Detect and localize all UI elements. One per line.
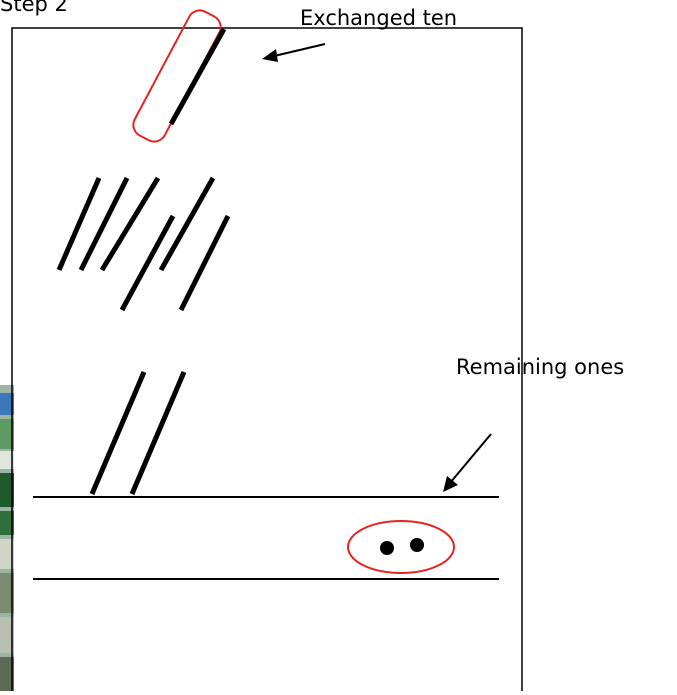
ten-stick [99, 176, 161, 272]
ten-stick [89, 371, 147, 495]
remaining-ones-group [347, 520, 455, 574]
exchanged-ten-highlight [132, 9, 222, 143]
tens-group-bottom [89, 371, 187, 495]
tens-group-middle [56, 176, 231, 312]
ten-stick [158, 176, 216, 272]
ten-stick [119, 214, 176, 312]
frame [11, 27, 523, 691]
ten-stick [56, 177, 102, 271]
remaining-ones-highlight [347, 520, 455, 574]
one-dot [380, 541, 394, 555]
photo-fragment [0, 385, 14, 691]
ten-stick [129, 371, 187, 495]
remaining-arrow [443, 433, 492, 492]
exchanged-ten-group [132, 9, 227, 143]
exchanged-ten-label: Exchanged ten [300, 6, 458, 30]
ten-stick [168, 27, 227, 126]
exchanged-arrow [262, 43, 326, 62]
step-label: Step 2 [0, 0, 68, 16]
ten-stick [78, 176, 130, 272]
one-dot [410, 538, 424, 552]
remaining-ones-label: Remaining ones [456, 355, 625, 379]
ten-stick [178, 214, 231, 312]
